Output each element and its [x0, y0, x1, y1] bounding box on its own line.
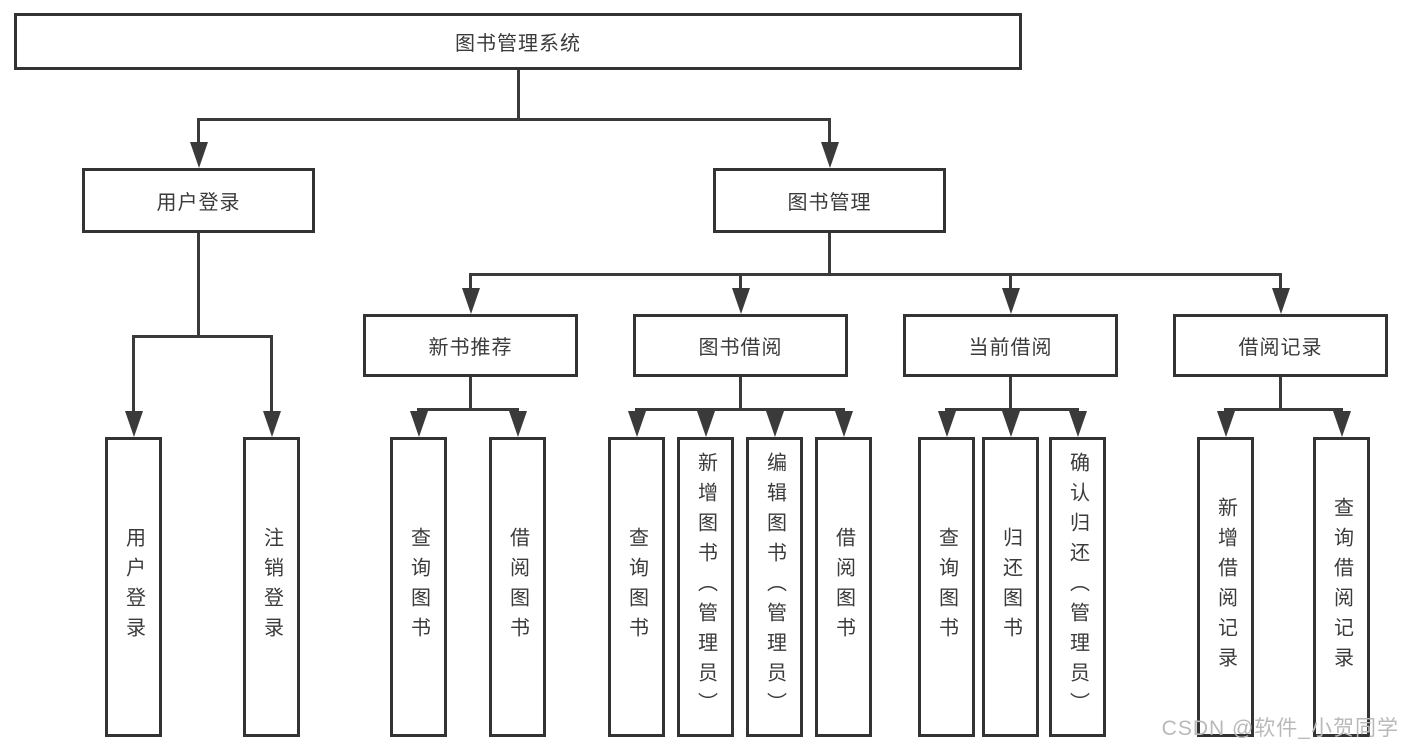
arrowhead-icon-current-borrow	[1001, 288, 1020, 314]
connector-drop-borrow-record	[1279, 273, 1282, 290]
connector-drop-leaf-edit-book	[773, 408, 776, 413]
connector-stem-book-mgmt	[828, 231, 831, 276]
node-leaf-edit-book: 编辑图书（管理员）	[746, 437, 803, 737]
arrowhead-icon-leaf-borrow-book-1	[508, 411, 527, 437]
node-leaf-add-book: 新增图书（管理员）	[677, 437, 734, 737]
connector-stem-system	[516, 68, 520, 121]
node-leaf-query-book-3: 查询图书	[918, 437, 975, 737]
node-leaf-query-book-1: 查询图书	[390, 437, 447, 737]
connector-drop-leaf-query-book-3	[945, 408, 948, 413]
arrowhead-icon-leaf-query-borrow-record	[1332, 411, 1351, 437]
arrowhead-icon-book-borrow	[731, 288, 750, 314]
node-leaf-query-borrow-record: 查询借阅记录	[1313, 437, 1370, 737]
connector-split-book-borrow	[635, 408, 845, 411]
connector-drop-leaf-borrow-book-1	[516, 408, 519, 413]
connector-stem-book-borrow	[739, 375, 742, 411]
node-current-borrow: 当前借阅	[903, 314, 1118, 377]
connector-split-book-mgmt	[469, 273, 1282, 276]
connector-drop-leaf-query-book-1	[417, 408, 420, 413]
node-new-book-rec: 新书推荐	[363, 314, 578, 377]
node-leaf-add-borrow-record: 新增借阅记录	[1197, 437, 1254, 737]
connector-stem-current-borrow	[1009, 375, 1012, 411]
node-leaf-logout: 注销登录	[243, 437, 300, 737]
connector-drop-leaf-borrow-book-2	[842, 408, 845, 413]
node-leaf-confirm-return: 确认归还（管理员）	[1049, 437, 1106, 737]
connector-split-user-login	[132, 335, 273, 338]
node-user-login: 用户登录	[82, 168, 315, 233]
node-leaf-borrow-book-1: 借阅图书	[489, 437, 546, 737]
connector-drop-leaf-add-borrow-record	[1224, 408, 1227, 413]
arrowhead-icon-leaf-borrow-book-2	[834, 411, 853, 437]
connector-drop-user-login	[197, 118, 200, 144]
arrowhead-icon-borrow-record	[1271, 288, 1290, 314]
connector-split-current-borrow	[945, 408, 1079, 411]
arrowhead-icon-leaf-confirm-return	[1068, 411, 1087, 437]
connector-drop-leaf-query-borrow-record	[1340, 408, 1343, 413]
connector-split-borrow-record	[1224, 408, 1343, 411]
arrowhead-icon-leaf-logout	[262, 411, 281, 437]
arrowhead-icon-leaf-query-book-1	[409, 411, 428, 437]
node-system: 图书管理系统	[14, 13, 1022, 70]
connector-stem-new-book-rec	[469, 375, 472, 411]
arrowhead-icon-book-mgmt	[820, 142, 839, 168]
connector-drop-leaf-user-login	[132, 335, 135, 413]
node-leaf-borrow-book-2: 借阅图书	[815, 437, 872, 737]
arrowhead-icon-leaf-edit-book	[765, 411, 784, 437]
connector-drop-leaf-confirm-return	[1076, 408, 1079, 413]
arrowhead-icon-leaf-query-book-3	[937, 411, 956, 437]
arrowhead-icon-new-book-rec	[461, 288, 480, 314]
connector-drop-book-borrow	[739, 273, 742, 290]
node-book-mgmt: 图书管理	[713, 168, 946, 233]
connector-drop-leaf-return-book	[1009, 408, 1012, 413]
connector-drop-new-book-rec	[469, 273, 472, 290]
connector-drop-leaf-add-book	[704, 408, 707, 413]
node-leaf-return-book: 归还图书	[982, 437, 1039, 737]
node-book-borrow: 图书借阅	[633, 314, 848, 377]
node-leaf-query-book-2: 查询图书	[608, 437, 665, 737]
arrowhead-icon-leaf-add-book	[696, 411, 715, 437]
connector-stem-borrow-record	[1279, 375, 1282, 411]
connector-drop-leaf-query-book-2	[635, 408, 638, 413]
arrowhead-icon-leaf-query-book-2	[627, 411, 646, 437]
csdn-watermark: CSDN @软件_小贺同学	[1161, 717, 1399, 740]
arrowhead-icon-leaf-user-login	[124, 411, 143, 437]
node-borrow-record: 借阅记录	[1173, 314, 1388, 377]
connector-stem-user-login	[197, 231, 200, 338]
arrowhead-icon-leaf-return-book	[1001, 411, 1020, 437]
connector-split-new-book-rec	[417, 408, 519, 411]
node-leaf-user-login: 用户登录	[105, 437, 162, 737]
arrowhead-icon-user-login	[189, 142, 208, 168]
connector-split-system	[197, 118, 831, 121]
connector-drop-leaf-logout	[270, 335, 273, 413]
arrowhead-icon-leaf-add-borrow-record	[1216, 411, 1235, 437]
connector-drop-current-borrow	[1009, 273, 1012, 290]
connector-drop-book-mgmt	[828, 118, 831, 144]
